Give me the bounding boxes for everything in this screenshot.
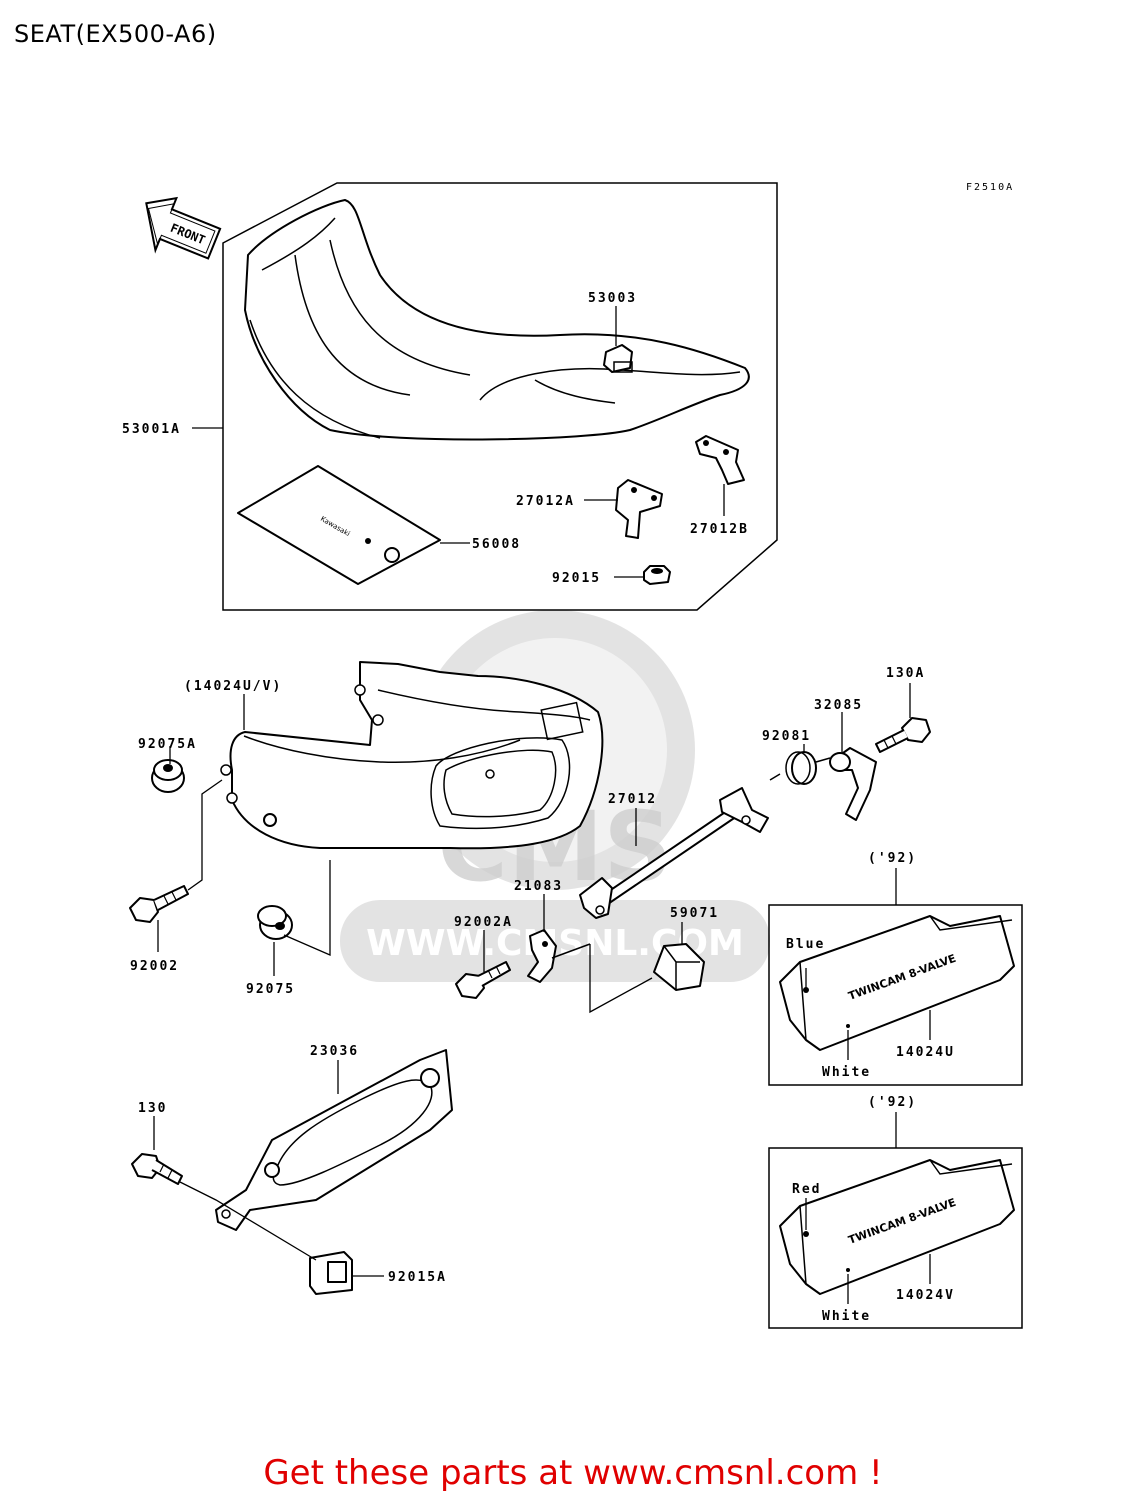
page-title: SEAT(EX500-A6) <box>14 20 217 48</box>
grommet-92075A <box>151 759 185 793</box>
bolt-92002A <box>455 961 511 999</box>
label-14024V: 14024V <box>896 1288 955 1303</box>
label-inset-u-white: White <box>822 1065 871 1080</box>
leader-lines <box>153 306 911 1277</box>
label-92002A: 92002A <box>454 915 513 930</box>
label-92081: 92081 <box>762 729 811 744</box>
cta-banner[interactable]: Get these parts at www.cmsnl.com ! <box>263 1453 883 1493</box>
seat-cover-tail <box>220 661 604 850</box>
nut-92015 <box>643 565 671 585</box>
label-53001A: 53001A <box>122 422 181 437</box>
label-92015A: 92015A <box>388 1270 447 1285</box>
label-27012A: 27012A <box>516 494 575 509</box>
bracket-21083 <box>527 929 591 983</box>
spring-92081 <box>769 751 831 785</box>
label-92075A: 92075A <box>138 737 197 752</box>
front-arrow-icon: FRONT <box>145 196 222 260</box>
seat <box>244 199 750 441</box>
label-56008: 56008 <box>472 537 521 552</box>
inset-cover-14024V: TWINCAM 8-VALVE <box>768 1147 1023 1329</box>
seat-lock-rod <box>579 787 769 919</box>
inset-cover-14024U: TWINCAM 8-VALVE <box>768 904 1023 1086</box>
label-inset-v-red: Red <box>792 1182 821 1197</box>
label-92075: 92075 <box>246 982 295 997</box>
bolt-130 <box>131 1153 183 1185</box>
label-inset-v-white: White <box>822 1309 871 1324</box>
lever-32085 <box>829 747 877 821</box>
plate-23036 <box>215 1049 453 1231</box>
label-27012B: 27012B <box>690 522 749 537</box>
label-23036: 23036 <box>310 1044 359 1059</box>
label-130A: 130A <box>886 666 925 681</box>
label-inset-u-year: ('92) <box>868 851 917 866</box>
label-32085: 32085 <box>814 698 863 713</box>
bolt-92002 <box>129 885 189 923</box>
label-130: 130 <box>138 1101 167 1116</box>
seat-group-frame <box>222 182 778 611</box>
grommet-92075 <box>257 905 293 940</box>
owners-card: Kawasaki <box>237 465 441 585</box>
label-53003: 53003 <box>588 291 637 306</box>
clip-59071 <box>653 943 705 991</box>
nut-92015A <box>309 1251 353 1295</box>
label-21083: 21083 <box>514 879 563 894</box>
label-inset-u-blue: Blue <box>786 937 825 952</box>
label-92015: 92015 <box>552 571 601 586</box>
figure-code: F2510A <box>966 182 1014 193</box>
label-14024U: 14024U <box>896 1045 955 1060</box>
label-inset-v-year: ('92) <box>868 1095 917 1110</box>
label-14024UV: (14024U/V) <box>184 679 282 694</box>
part-labels: 53003 53001A 27012A 27012B 56008 92015 (… <box>122 291 955 1324</box>
seat-hook-27012A <box>615 479 663 539</box>
label-59071: 59071 <box>670 906 719 921</box>
bolt-130A <box>875 717 931 753</box>
label-92002: 92002 <box>130 959 179 974</box>
seat-hook-27012B <box>695 435 745 485</box>
label-27012: 27012 <box>608 792 657 807</box>
